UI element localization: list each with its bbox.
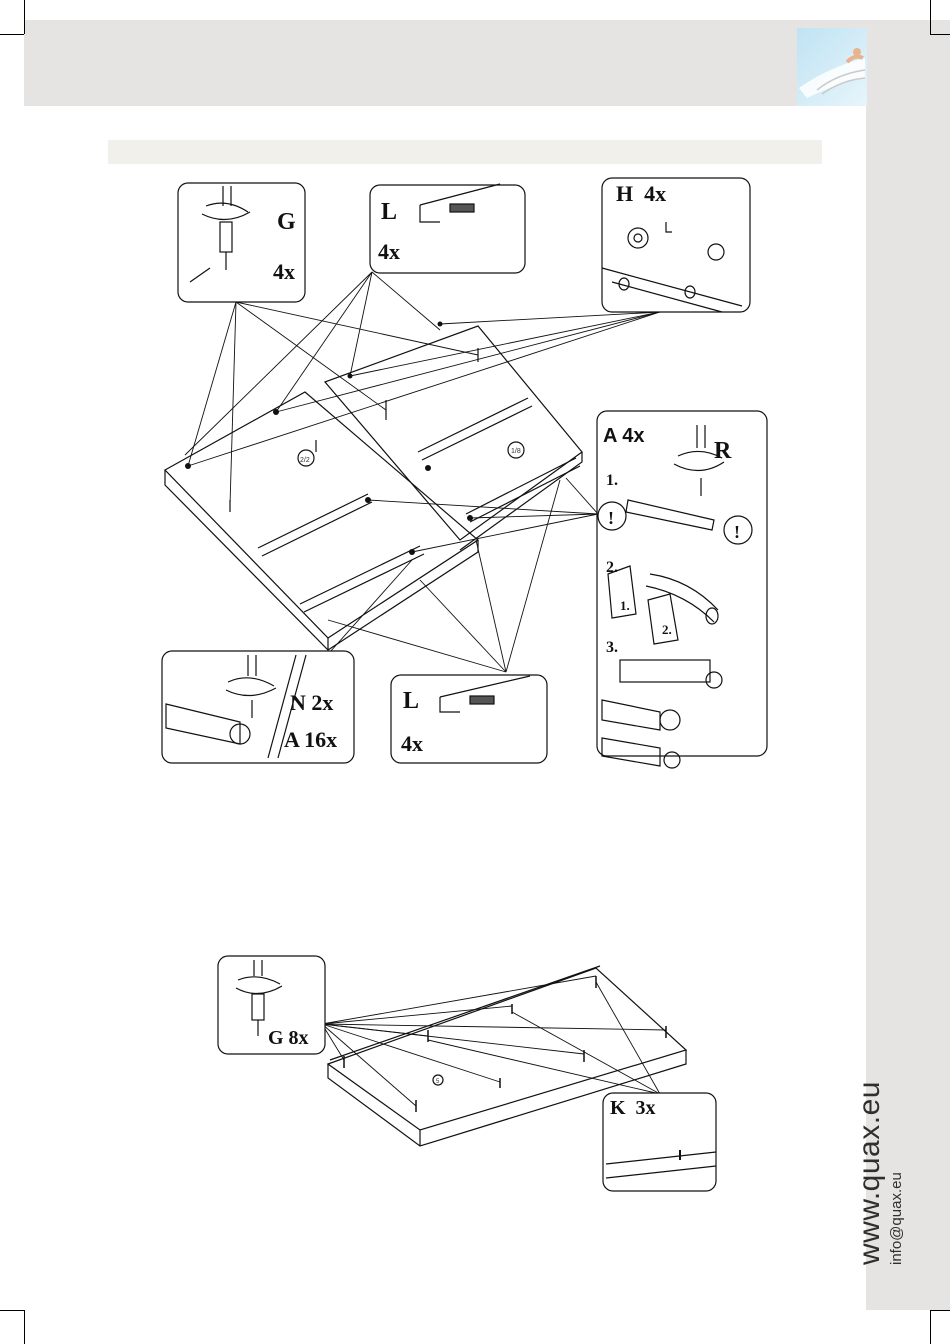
callout-H-label: H 4x [616, 181, 666, 206]
callout-G-letter: G [277, 209, 296, 235]
panel-right [325, 326, 582, 540]
callout-K-label: K 3x [610, 1097, 656, 1119]
callout-G-count: 4x [273, 259, 295, 284]
callout-L-top-letter: L [381, 199, 397, 225]
callout-A-label: A 4x [603, 425, 645, 447]
warning-icon: ! [608, 508, 614, 528]
callout-A-arrow-2: 2. [662, 622, 672, 637]
callout-N-line1: N 2x [290, 690, 333, 715]
callout-A-tool: R [714, 438, 732, 464]
part-label: 5 [436, 1079, 440, 1085]
step1-diagram [165, 272, 660, 672]
part-label: 2/2 [300, 457, 310, 464]
leader-lines [185, 272, 660, 672]
callout-A-arrow-1: 1. [620, 598, 630, 613]
callout-L-bottom-count: 4x [401, 731, 423, 756]
callout-N-line2: A 16x [284, 727, 337, 752]
part-label: 1/8 [511, 448, 521, 455]
email-link[interactable]: info@quax.eu [888, 1085, 906, 1265]
callout-G8-label: G 8x [268, 1027, 309, 1049]
callout-G-box [178, 183, 305, 302]
callout-A-step-3: 3. [606, 639, 618, 656]
callout-A-step-2: 2. [606, 559, 618, 576]
warning-icon: ! [734, 522, 740, 542]
contact-info: www.quax.eu info@quax.eu [852, 1085, 942, 1265]
callout-A-step-1: 1. [606, 472, 618, 489]
website-link[interactable]: www.quax.eu [852, 1085, 888, 1265]
callout-L-bottom-letter: L [403, 688, 419, 714]
callout-L-top-count: 4x [378, 239, 400, 264]
